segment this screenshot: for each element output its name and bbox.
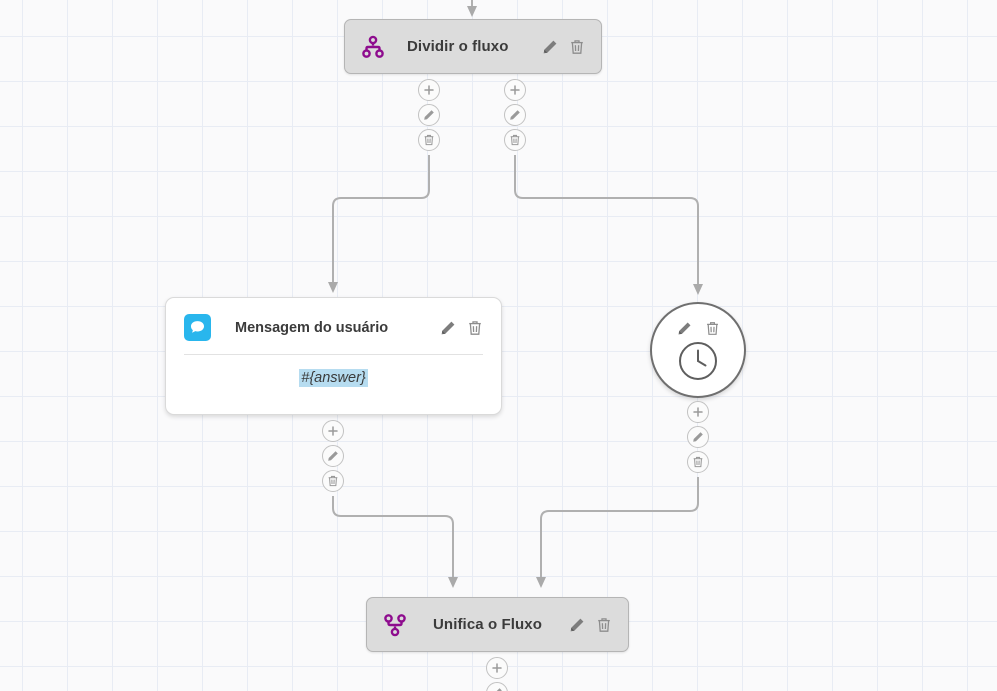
connector-buttons-timer[interactable] bbox=[687, 401, 709, 473]
edit-icon[interactable] bbox=[486, 682, 508, 691]
connector-buttons-split-left[interactable] bbox=[418, 79, 440, 151]
delete-icon[interactable] bbox=[595, 616, 612, 633]
edit-icon[interactable] bbox=[541, 38, 558, 55]
edit-icon[interactable] bbox=[676, 320, 693, 337]
delete-icon[interactable] bbox=[687, 451, 709, 473]
delete-icon[interactable] bbox=[704, 320, 721, 337]
add-node-button[interactable] bbox=[504, 79, 526, 101]
node-timer[interactable] bbox=[650, 302, 746, 398]
delete-icon[interactable] bbox=[568, 38, 585, 55]
edit-icon[interactable] bbox=[504, 104, 526, 126]
add-node-button[interactable] bbox=[418, 79, 440, 101]
edit-icon[interactable] bbox=[322, 445, 344, 467]
chat-bubble-icon bbox=[184, 314, 211, 341]
node-tools bbox=[676, 320, 721, 337]
node-title: Dividir o fluxo bbox=[407, 38, 509, 55]
edge-split-to-message bbox=[328, 155, 430, 293]
node-tools bbox=[568, 616, 612, 633]
edit-icon[interactable] bbox=[439, 319, 456, 336]
card-header: Mensagem do usuário bbox=[166, 298, 501, 341]
connector-buttons-split-right[interactable] bbox=[504, 79, 526, 151]
card-body: #{answer} bbox=[166, 355, 501, 405]
merge-branch-icon bbox=[383, 613, 407, 637]
edit-icon[interactable] bbox=[687, 426, 709, 448]
split-branch-icon bbox=[361, 35, 385, 59]
add-node-button[interactable] bbox=[687, 401, 709, 423]
delete-icon[interactable] bbox=[466, 319, 483, 336]
edge-timer-to-merge bbox=[536, 477, 699, 588]
edit-icon[interactable] bbox=[418, 104, 440, 126]
node-split-flow[interactable]: Dividir o fluxo bbox=[344, 19, 602, 74]
node-title: Unifica o Fluxo bbox=[433, 616, 543, 633]
edge-message-to-merge bbox=[332, 496, 458, 588]
node-tools bbox=[541, 38, 585, 55]
delete-icon[interactable] bbox=[322, 470, 344, 492]
node-title: Mensagem do usuário bbox=[235, 319, 389, 336]
node-tools bbox=[439, 319, 483, 336]
node-user-message[interactable]: Mensagem do usuário bbox=[165, 297, 502, 415]
connector-buttons-message[interactable] bbox=[322, 420, 344, 492]
add-node-button[interactable] bbox=[322, 420, 344, 442]
divider bbox=[184, 354, 483, 355]
edit-icon[interactable] bbox=[568, 616, 585, 633]
edge-split-to-timer bbox=[514, 155, 703, 295]
add-node-button[interactable] bbox=[486, 657, 508, 679]
node-merge-flow[interactable]: Unifica o Fluxo bbox=[366, 597, 629, 652]
connector-buttons-merge[interactable] bbox=[486, 657, 508, 691]
delete-icon[interactable] bbox=[504, 129, 526, 151]
delete-icon[interactable] bbox=[418, 129, 440, 151]
variable-token: #{answer} bbox=[299, 369, 368, 387]
clock-icon bbox=[677, 340, 719, 387]
